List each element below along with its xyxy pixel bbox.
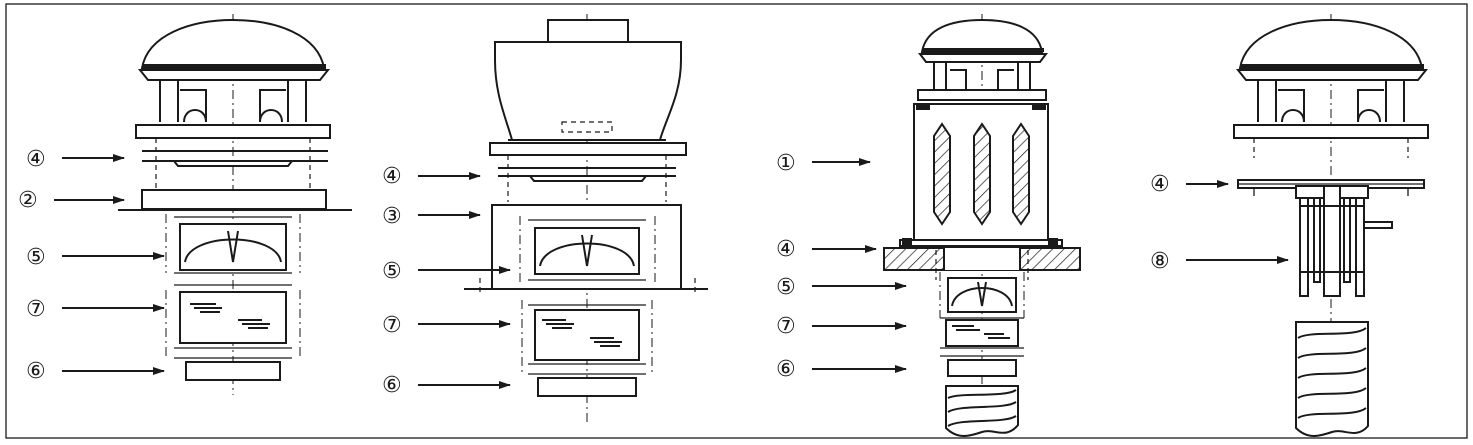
- callout-8-d4: ⑧: [1150, 249, 1170, 274]
- callout-6-d3: ⑥: [776, 357, 796, 382]
- callout-4-d1: ④: [26, 147, 46, 172]
- callout-7-d2: ⑦: [382, 313, 402, 338]
- callout-7-d3: ⑦: [776, 314, 796, 339]
- callout-1-d3: ①: [776, 151, 796, 176]
- callouts-diagram-1: ④ ② ⑤ ⑦ ⑥: [18, 147, 165, 384]
- callout-6-d1: ⑥: [26, 359, 46, 384]
- callout-2-d1: ②: [18, 188, 38, 213]
- callouts-diagram-2: ④ ③ ⑤ ⑦ ⑥: [382, 164, 511, 398]
- callout-5-d3: ⑤: [776, 275, 796, 300]
- callouts-diagram-4: ④ ⑧: [1150, 172, 1289, 274]
- callout-5-d1: ⑤: [26, 245, 46, 270]
- callout-4-d2: ④: [382, 164, 402, 189]
- diagram-2-fan-on-roof-frame: [464, 14, 708, 425]
- outer-frame: [5, 3, 1468, 439]
- callout-5-d2: ⑤: [382, 259, 402, 284]
- callout-7-d1: ⑦: [26, 297, 46, 322]
- callout-4-d4: ④: [1150, 172, 1170, 197]
- diagram-1-roof-fan-on-curb: [118, 14, 352, 395]
- diagram-3-fan-with-attenuator: [883, 14, 1081, 437]
- callout-6-d2: ⑥: [382, 373, 402, 398]
- callouts-diagram-3: ① ④ ⑤ ⑦ ⑥: [776, 151, 907, 382]
- callout-3-d2: ③: [382, 204, 402, 229]
- diagram-4-fan-with-stand: [1233, 14, 1429, 437]
- callout-4-d3: ④: [776, 237, 796, 262]
